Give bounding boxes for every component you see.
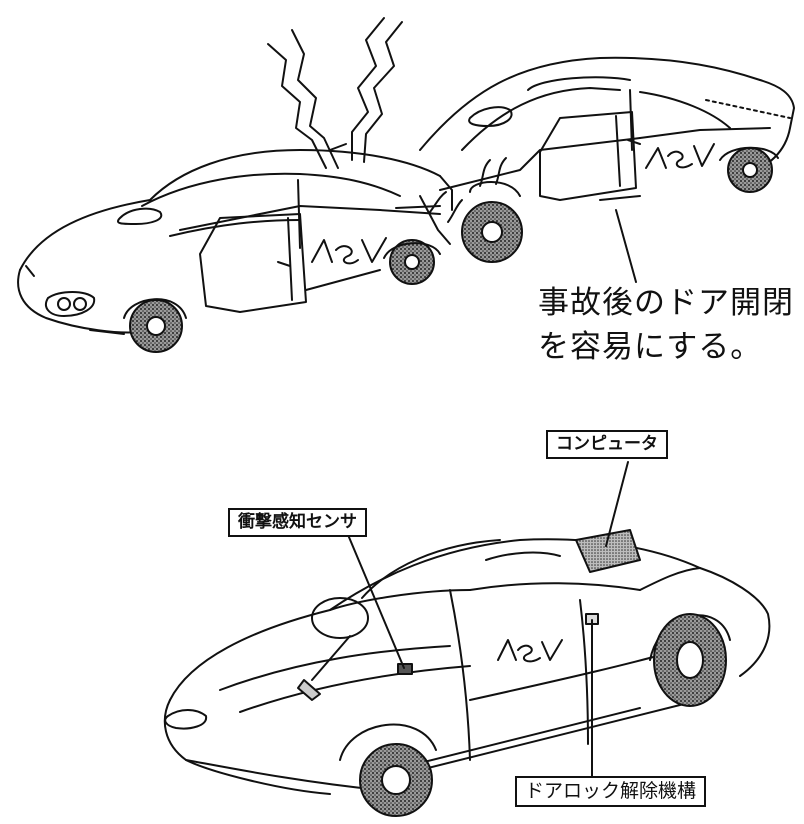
impact-spark-icon bbox=[267, 17, 403, 169]
asv-badge-rear bbox=[645, 143, 715, 169]
sensor-car bbox=[163, 529, 771, 817]
caption-line-1: 事故後のドア開閉 bbox=[538, 285, 794, 321]
sensor-leader-line bbox=[345, 529, 405, 669]
door-lock-release-label: ドアロック解除機構 bbox=[515, 776, 707, 807]
front-car bbox=[17, 149, 507, 353]
caption-line-2: を容易にする。 bbox=[538, 329, 763, 365]
asv-badge-bottom bbox=[497, 639, 563, 663]
caption-leader-line bbox=[615, 209, 637, 283]
asv-badge-front bbox=[311, 237, 387, 265]
computer-label: コンピュータ bbox=[546, 430, 668, 459]
impact-sensor-label: 衝撃感知センサ bbox=[228, 508, 367, 537]
rear-car bbox=[419, 56, 795, 263]
computer-leader-line bbox=[605, 461, 629, 547]
